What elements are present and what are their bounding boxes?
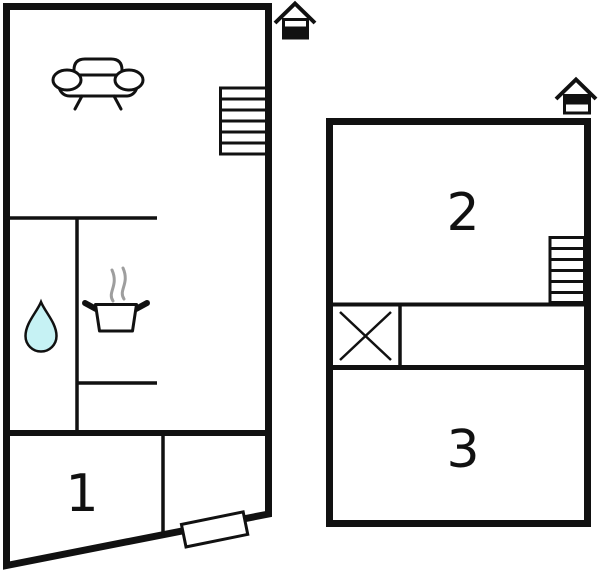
door-marker [179,510,250,549]
sofa-icon [51,57,145,111]
right-unit-outer-wall [326,118,591,527]
cooking-pot-icon [82,266,150,333]
water-drop-icon [24,298,58,353]
left-unit-outer-wall [3,3,272,570]
entrance-house-icon [273,0,317,40]
staircase-icon [548,236,586,304]
room-label-3: 3 [446,420,479,480]
cross-marker [339,311,392,361]
right-unit: 2 3 [326,76,598,527]
room-label-2: 2 [446,183,479,243]
left-unit: 1 [3,0,317,570]
room-label-1: 1 [65,464,98,524]
staircase-icon [219,86,268,156]
entrance-house-icon [554,76,598,115]
